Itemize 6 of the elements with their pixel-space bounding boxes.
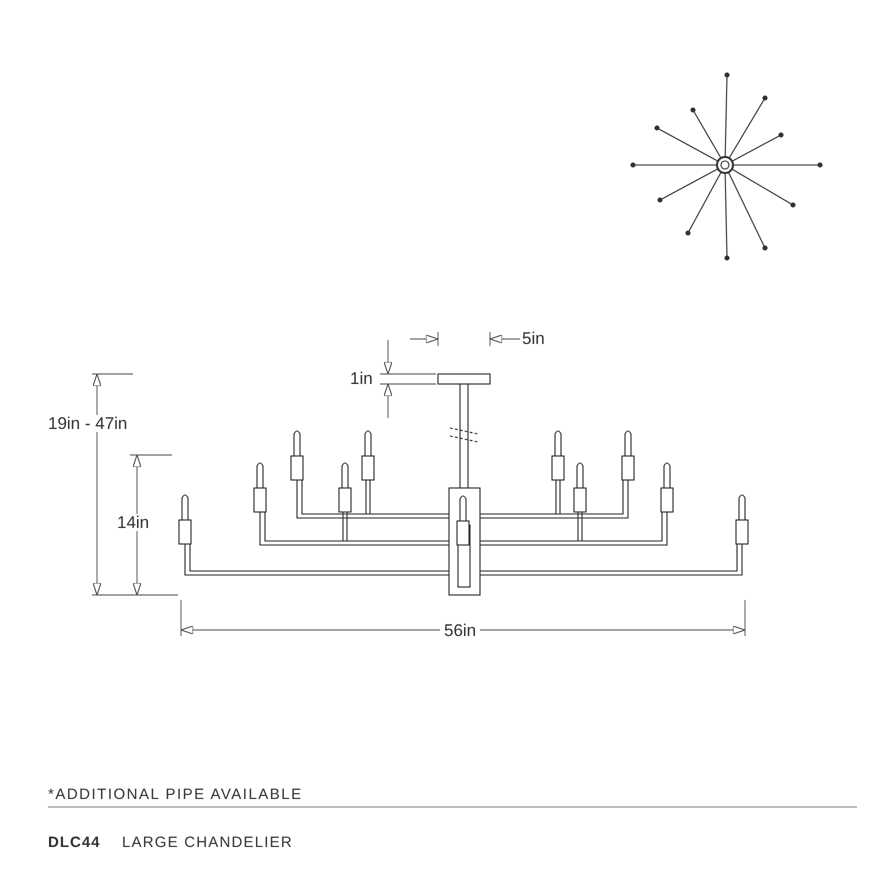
footnote-text: *ADDITIONAL PIPE AVAILABLE	[48, 787, 303, 802]
product-name: LARGE CHANDELIER	[122, 835, 293, 850]
dimension-label: 5in	[522, 330, 545, 347]
model-number: DLC44	[48, 835, 101, 850]
dimension-label: 56in	[440, 622, 480, 639]
dimension-label: 1in	[350, 370, 373, 387]
